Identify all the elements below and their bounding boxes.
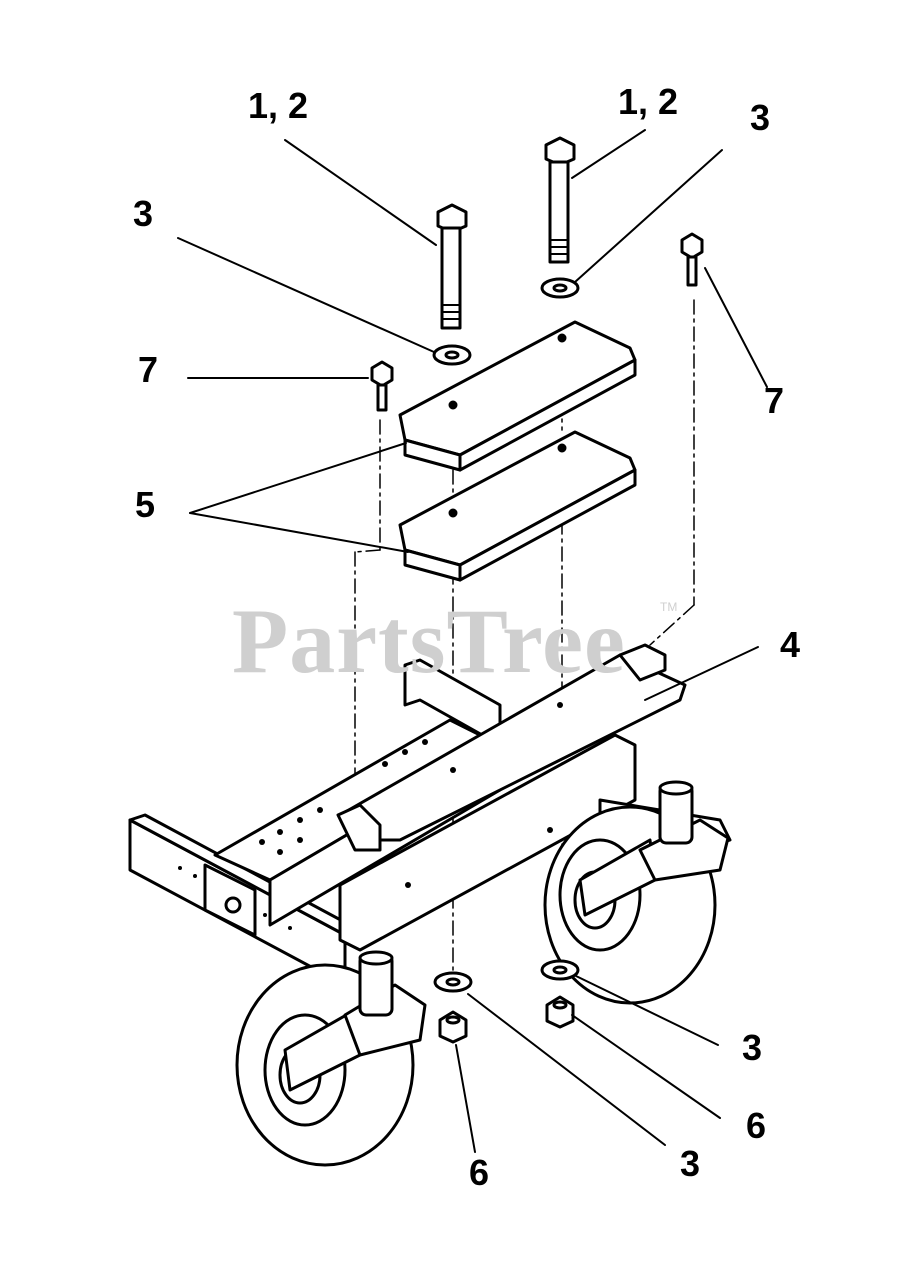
callout-label: 3: [680, 1143, 701, 1184]
callout-label: 4: [780, 624, 801, 665]
washer-bottom-left: [433, 971, 473, 993]
seat-pad-upper: [398, 320, 637, 472]
watermark-trademark: TM: [660, 600, 678, 614]
washer-top-right: [540, 277, 580, 299]
nut-bottom-left: [438, 1010, 468, 1044]
left-caster-wheel: [235, 950, 427, 1167]
bolt-left: [436, 203, 468, 330]
watermark-text: PartsTree: [232, 590, 626, 692]
screw-right: [680, 232, 704, 287]
right-caster-wheel: [543, 780, 730, 1005]
callout-label: 1, 2: [618, 81, 679, 122]
callout-label: 3: [750, 97, 771, 138]
bolt-right: [544, 136, 576, 264]
nut-bottom-right: [545, 995, 575, 1029]
callout-label: 3: [742, 1027, 763, 1068]
screw-left: [370, 360, 394, 412]
washer-bottom-right: [540, 959, 580, 981]
callout-label: 1, 2: [248, 85, 309, 126]
callout-label: 3: [133, 193, 154, 234]
callout-label: 7: [138, 349, 159, 390]
callout-label: 6: [469, 1152, 490, 1193]
callout-label: 5: [135, 484, 156, 525]
leader-lines: [177, 129, 768, 1153]
seat-pad-lower: [398, 430, 637, 582]
washer-top-left: [432, 344, 472, 366]
callout-label: 7: [764, 380, 785, 421]
callout-label: 6: [746, 1105, 767, 1146]
